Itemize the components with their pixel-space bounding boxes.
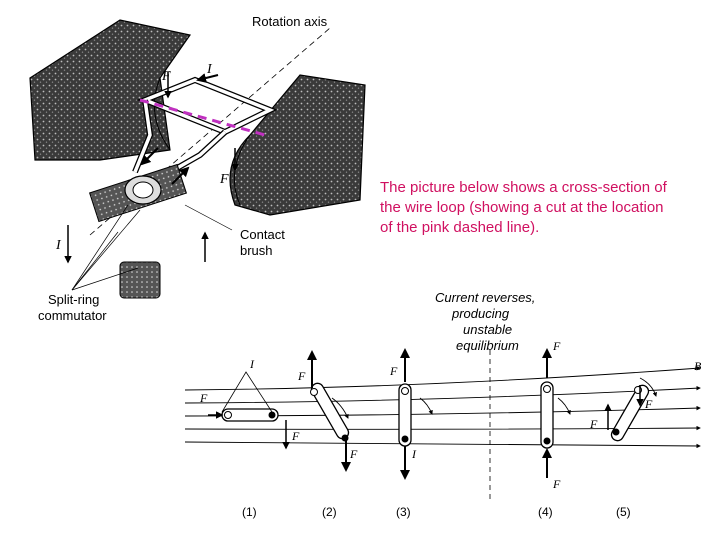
split-ring-label-2: commutator — [38, 308, 107, 323]
note-line-4: equilibrium — [456, 338, 519, 353]
contact-brush-label-2: brush — [240, 243, 273, 258]
note-line-3: unstable — [463, 322, 512, 337]
force-label-2a: F — [297, 369, 306, 383]
stage-label-4: (4) — [538, 505, 553, 519]
field-label: B — [694, 359, 702, 373]
split-ring-label-1: Split-ring — [48, 292, 99, 307]
commutator-assembly — [88, 163, 188, 299]
force-label-3a: F — [389, 364, 398, 378]
note-line-2: producing — [451, 306, 510, 321]
current-label-left: I — [55, 238, 62, 253]
commutator-leader-lines — [71, 204, 233, 291]
stage-label-5: (5) — [616, 505, 631, 519]
force-label-5b: F — [589, 417, 598, 431]
force-arrows — [208, 348, 644, 480]
stage-labels: (1) (2) (3) (4) (5) — [242, 505, 631, 519]
force-label-top: F — [161, 69, 171, 84]
force-label-right: F — [219, 172, 229, 187]
current-label-1: I — [249, 357, 255, 371]
current-label-3: I — [411, 447, 417, 461]
note-line-1: Current reverses, — [435, 290, 535, 305]
loop-position-1 — [221, 371, 279, 422]
stage-label-3: (3) — [396, 505, 411, 519]
current-arrows — [64, 72, 239, 264]
force-label-1b: F — [291, 429, 300, 443]
stage-label-2: (2) — [322, 505, 337, 519]
loop-position-3 — [398, 383, 412, 447]
caption-text: The picture below shows a cross-section … — [380, 179, 667, 236]
pink-dashed-line — [139, 98, 266, 137]
force-label-4a: F — [552, 339, 561, 353]
force-label-2b: F — [349, 447, 358, 461]
magnet-right — [229, 74, 366, 216]
rotation-axis-label: Rotation axis — [252, 14, 328, 29]
force-label-4b: F — [552, 477, 561, 491]
force-label-1a: F — [199, 391, 208, 405]
stage-label-1: (1) — [242, 505, 257, 519]
current-label-top: I — [206, 62, 213, 77]
loop-position-2 — [310, 382, 350, 442]
force-label-5a: F — [644, 397, 653, 411]
rotation-arrows — [331, 377, 657, 419]
loop-position-4 — [540, 381, 554, 449]
contact-brush-label-1: Contact — [240, 227, 285, 242]
